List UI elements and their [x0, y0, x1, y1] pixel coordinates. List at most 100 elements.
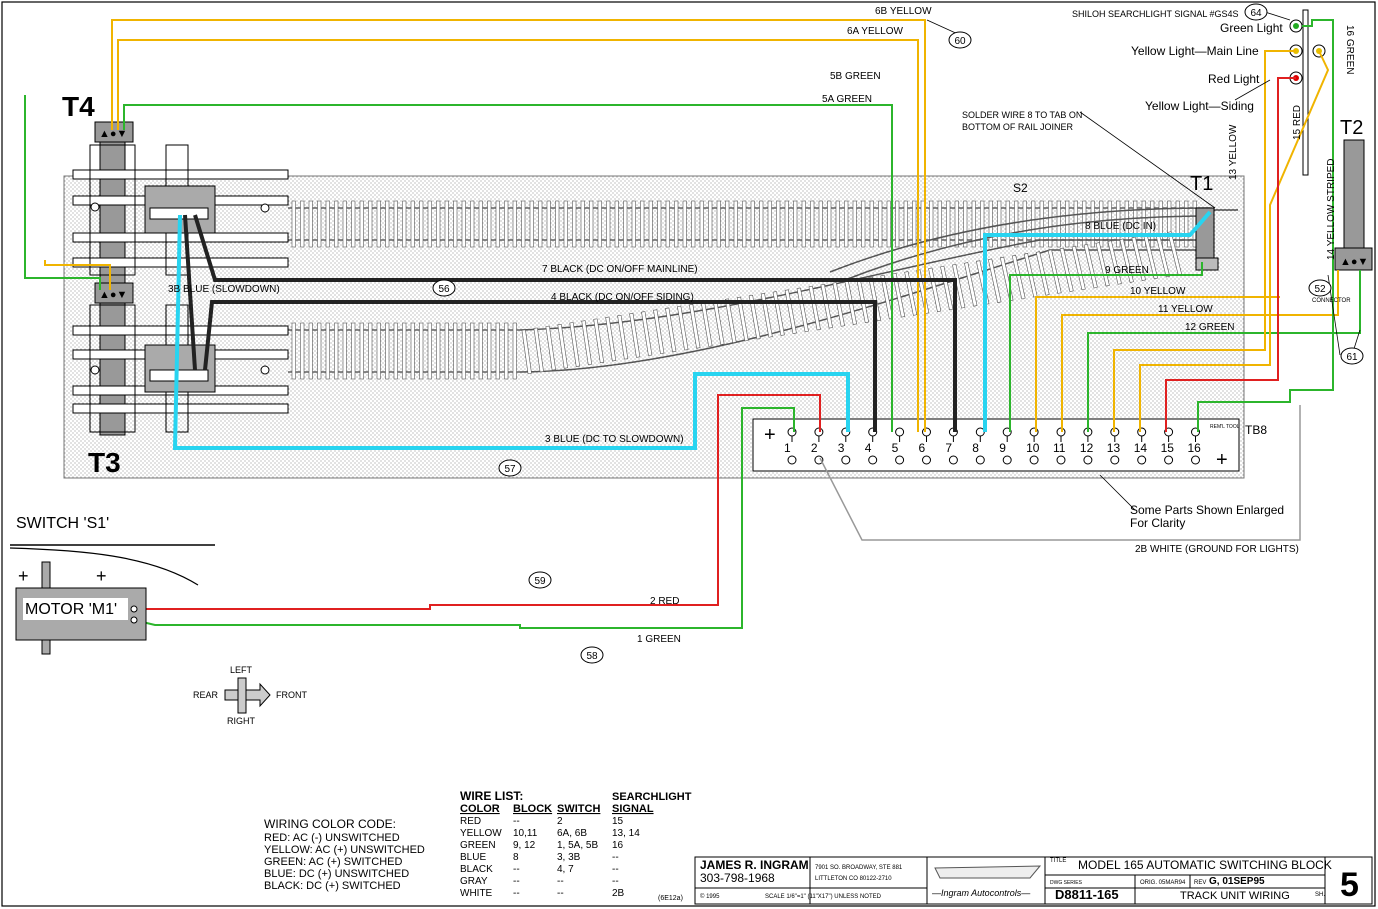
- svg-text:BLUE: DC (+) UNSWITCHED: BLUE: DC (+) UNSWITCHED: [264, 868, 409, 880]
- svg-text:WIRING COLOR CODE:: WIRING COLOR CODE:: [264, 817, 396, 831]
- wire-list-cell: WHITE: [460, 888, 493, 899]
- svg-text:SWITCH 'S1': SWITCH 'S1': [16, 515, 109, 532]
- terminal-label: 9: [999, 441, 1006, 455]
- wire-list-cell: 15: [612, 816, 624, 827]
- svg-text:5A GREEN: 5A GREEN: [822, 94, 872, 105]
- callout-59: 59: [528, 571, 552, 589]
- svg-text:4 BLACK (DC ON/OFF SIDING): 4 BLACK (DC ON/OFF SIDING): [551, 292, 694, 303]
- svg-text:Some Parts Shown Enlarged: Some Parts Shown Enlarged: [1130, 503, 1284, 517]
- svg-text:TRACK UNIT WIRING: TRACK UNIT WIRING: [1180, 890, 1290, 902]
- switch-s1: SWITCH 'S1' MOTOR 'M1' + +: [9, 515, 215, 655]
- svg-text:GREEN: AC (+) SWITCHED: GREEN: AC (+) SWITCHED: [264, 856, 402, 868]
- svg-text:56: 56: [438, 284, 450, 295]
- callout-64: 64: [1244, 3, 1268, 21]
- svg-text:+: +: [764, 424, 776, 446]
- svg-text:5B GREEN: 5B GREEN: [830, 71, 881, 82]
- wire-list-cell: 4, 7: [557, 864, 574, 875]
- terminal-9: 9: [999, 427, 1012, 465]
- svg-text:G, 01SEP95: G, 01SEP95: [1209, 876, 1265, 887]
- svg-text:(6E12a): (6E12a): [658, 895, 683, 902]
- svg-text:9 GREEN: 9 GREEN: [1105, 265, 1149, 276]
- terminal-label: 8: [972, 441, 979, 455]
- wire-list-cell: --: [557, 888, 564, 899]
- tb8-label: TB8: [1245, 423, 1267, 437]
- terminal-4: 4: [865, 427, 878, 465]
- wire-list-cell: 16: [612, 840, 624, 851]
- callout-58: 58: [580, 646, 604, 664]
- svg-text:Yellow Light—Main Line: Yellow Light—Main Line: [1131, 44, 1259, 58]
- svg-text:SCALE 1/6"=1" (11"X17") UNLESS: SCALE 1/6"=1" (11"X17") UNLESS NOTED: [765, 894, 882, 900]
- svg-text:5: 5: [1340, 866, 1359, 904]
- svg-text:D8811-165: D8811-165: [1055, 887, 1119, 902]
- svg-text:3 BLUE (DC TO SLOWDOWN): 3 BLUE (DC TO SLOWDOWN): [545, 434, 684, 445]
- wire-list-cell: 8: [513, 852, 519, 863]
- svg-text:+: +: [96, 566, 107, 586]
- signal-mast-t2: ▲●▼: [1334, 139, 1373, 271]
- svg-text:WIRE LIST:: WIRE LIST:: [460, 789, 523, 803]
- svg-text:11 YELLOW: 11 YELLOW: [1158, 304, 1213, 315]
- wire-list-cell: 2B: [612, 888, 625, 899]
- svg-text:SIGNAL: SIGNAL: [612, 803, 654, 815]
- svg-text:Red Light: Red Light: [1208, 72, 1260, 86]
- svg-text:57: 57: [504, 464, 516, 475]
- wire-list-cell: --: [557, 876, 564, 887]
- callout-60: 60: [948, 31, 972, 49]
- wire-list-cell: 13, 14: [612, 828, 640, 839]
- signal-labels: SHILOH SEARCHLIGHT SIGNAL #GS4S Green Li…: [962, 9, 1351, 530]
- svg-text:▲●▼: ▲●▼: [99, 128, 127, 140]
- wires: [24, 11, 1361, 629]
- svg-text:2B WHITE (GROUND FOR LIGHTS): 2B WHITE (GROUND FOR LIGHTS): [1135, 544, 1299, 555]
- svg-text:▲●▼: ▲●▼: [99, 289, 127, 301]
- track-siding: [288, 322, 520, 380]
- svg-text:CONNECTOR: CONNECTOR: [1312, 298, 1351, 304]
- svg-text:MODEL 165 AUTOMATIC SWITCHING: MODEL 165 AUTOMATIC SWITCHING BLOCK: [1078, 858, 1332, 872]
- svg-text:TITLE: TITLE: [1050, 858, 1066, 864]
- terminal-1: 1: [784, 427, 797, 465]
- terminal-label: 2: [811, 441, 818, 455]
- t3-label: T3: [88, 447, 121, 478]
- terminal-label: 11: [1053, 441, 1066, 455]
- svg-text:59: 59: [534, 576, 546, 587]
- wire-list-cell: --: [513, 876, 520, 887]
- svg-text:YELLOW: AC (+) UNSWITCHED: YELLOW: AC (+) UNSWITCHED: [264, 844, 425, 856]
- terminal-7: 7: [945, 427, 958, 465]
- svg-text:DWG SERIES: DWG SERIES: [1050, 880, 1083, 886]
- callout-56: 56: [432, 279, 456, 297]
- switch-machine-t3: ▲●▼: [72, 282, 289, 436]
- wire-list-cell: YELLOW: [460, 828, 502, 839]
- terminal-8: 8: [972, 427, 985, 465]
- terminal-label: 5: [892, 441, 899, 455]
- svg-text:▲●▼: ▲●▼: [1340, 256, 1368, 268]
- svg-text:64: 64: [1250, 8, 1262, 19]
- svg-text:7901 SO. BROADWAY, STE 881: 7901 SO. BROADWAY, STE 881: [815, 865, 903, 871]
- wire-list-cell: --: [612, 876, 619, 887]
- terminal-label: 3: [838, 441, 845, 455]
- wire-list-table: WIRE LIST: SEARCHLIGHT COLOR BLOCK SWITC…: [460, 789, 692, 899]
- svg-text:SOLDER WIRE 8 TO TAB ON: SOLDER WIRE 8 TO TAB ON: [962, 110, 1082, 120]
- callout-57: 57: [498, 459, 522, 477]
- svg-text:6A YELLOW: 6A YELLOW: [847, 26, 904, 37]
- svg-text:SH.: SH.: [1315, 892, 1325, 898]
- wire-list-cell: --: [612, 864, 619, 875]
- svg-text:12 GREEN: 12 GREEN: [1185, 322, 1234, 333]
- svg-text:LEFT: LEFT: [230, 665, 253, 675]
- svg-text:SEARCHLIGHT: SEARCHLIGHT: [612, 791, 692, 803]
- svg-text:JAMES R. INGRAM: JAMES R. INGRAM: [700, 858, 809, 872]
- title-block: JAMES R. INGRAM 303-798-1968 7901 SO. BR…: [658, 856, 1373, 905]
- terminal-label: 13: [1107, 441, 1121, 455]
- svg-text:2 RED: 2 RED: [650, 596, 679, 607]
- svg-text:COLOR: COLOR: [460, 803, 500, 815]
- wire-list-cell: 6A, 6B: [557, 828, 587, 839]
- svg-text:60: 60: [954, 36, 966, 47]
- svg-text:16 GREEN: 16 GREEN: [1344, 25, 1355, 74]
- wire-list-cell: 3, 3B: [557, 852, 581, 863]
- svg-text:3B BLUE (SLOWDOWN): 3B BLUE (SLOWDOWN): [168, 284, 280, 295]
- svg-text:8 BLUE (DC IN): 8 BLUE (DC IN): [1085, 221, 1156, 232]
- svg-text:6B YELLOW: 6B YELLOW: [875, 6, 932, 17]
- svg-text:+: +: [18, 566, 29, 586]
- t4-label: T4: [62, 91, 95, 122]
- wire-list-cell: GREEN: [460, 840, 496, 851]
- terminal-label: 15: [1161, 441, 1175, 455]
